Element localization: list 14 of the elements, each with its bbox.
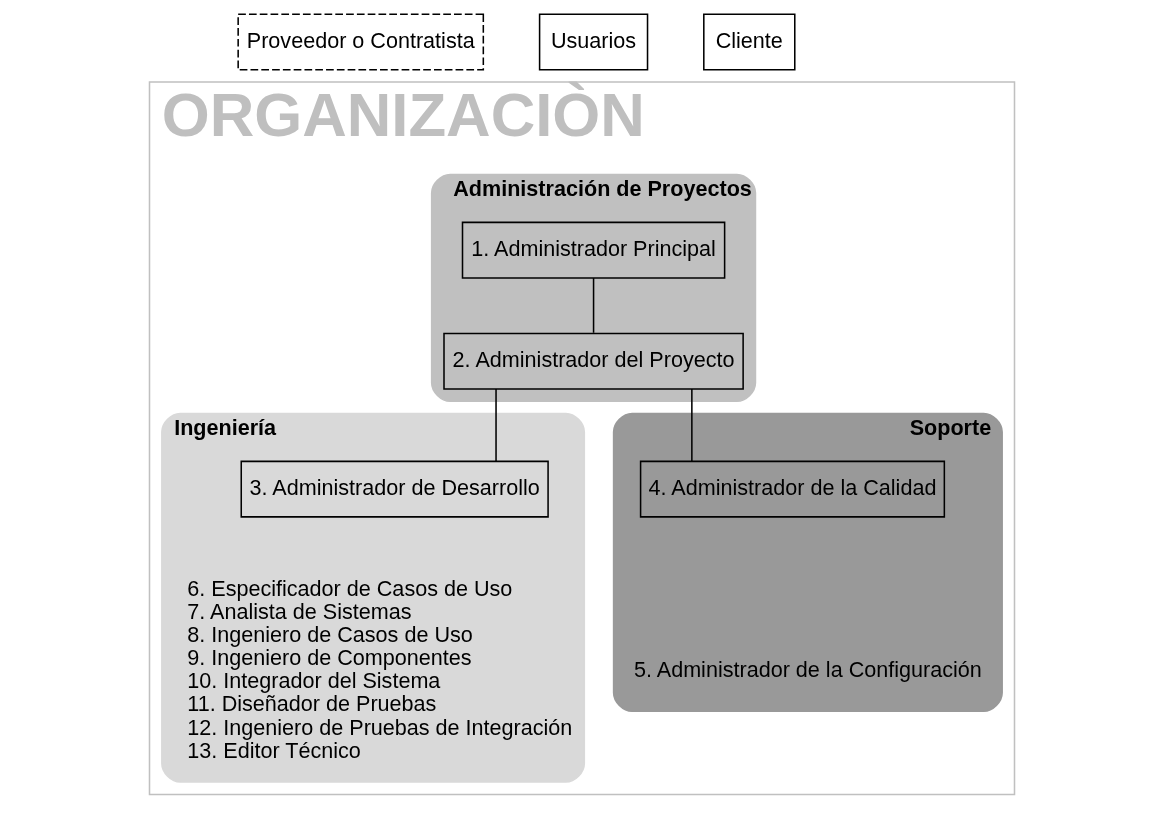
node-box: Usuarios bbox=[538, 13, 649, 71]
connector bbox=[592, 277, 595, 334]
connector bbox=[691, 388, 693, 462]
label: 6. Especificador de Casos de Uso bbox=[187, 575, 513, 601]
node-box: 1. Administrador Principal bbox=[461, 221, 726, 279]
label: 12. Ingeniero de Pruebas de Integración bbox=[187, 714, 573, 740]
node-box: 4. Administrador de la Calidad bbox=[639, 460, 946, 518]
node-box: 3. Administrador de Desarrollo bbox=[240, 460, 549, 518]
label: 8. Ingeniero de Casos de Uso bbox=[187, 622, 473, 648]
connector bbox=[495, 388, 497, 462]
node-box: Cliente bbox=[703, 13, 796, 71]
node-box: 2. Administrador del Proyecto bbox=[443, 332, 744, 390]
node-box: Proveedor o Contratista bbox=[237, 13, 485, 71]
label: 5. Administrador de la Configuración bbox=[633, 656, 982, 682]
